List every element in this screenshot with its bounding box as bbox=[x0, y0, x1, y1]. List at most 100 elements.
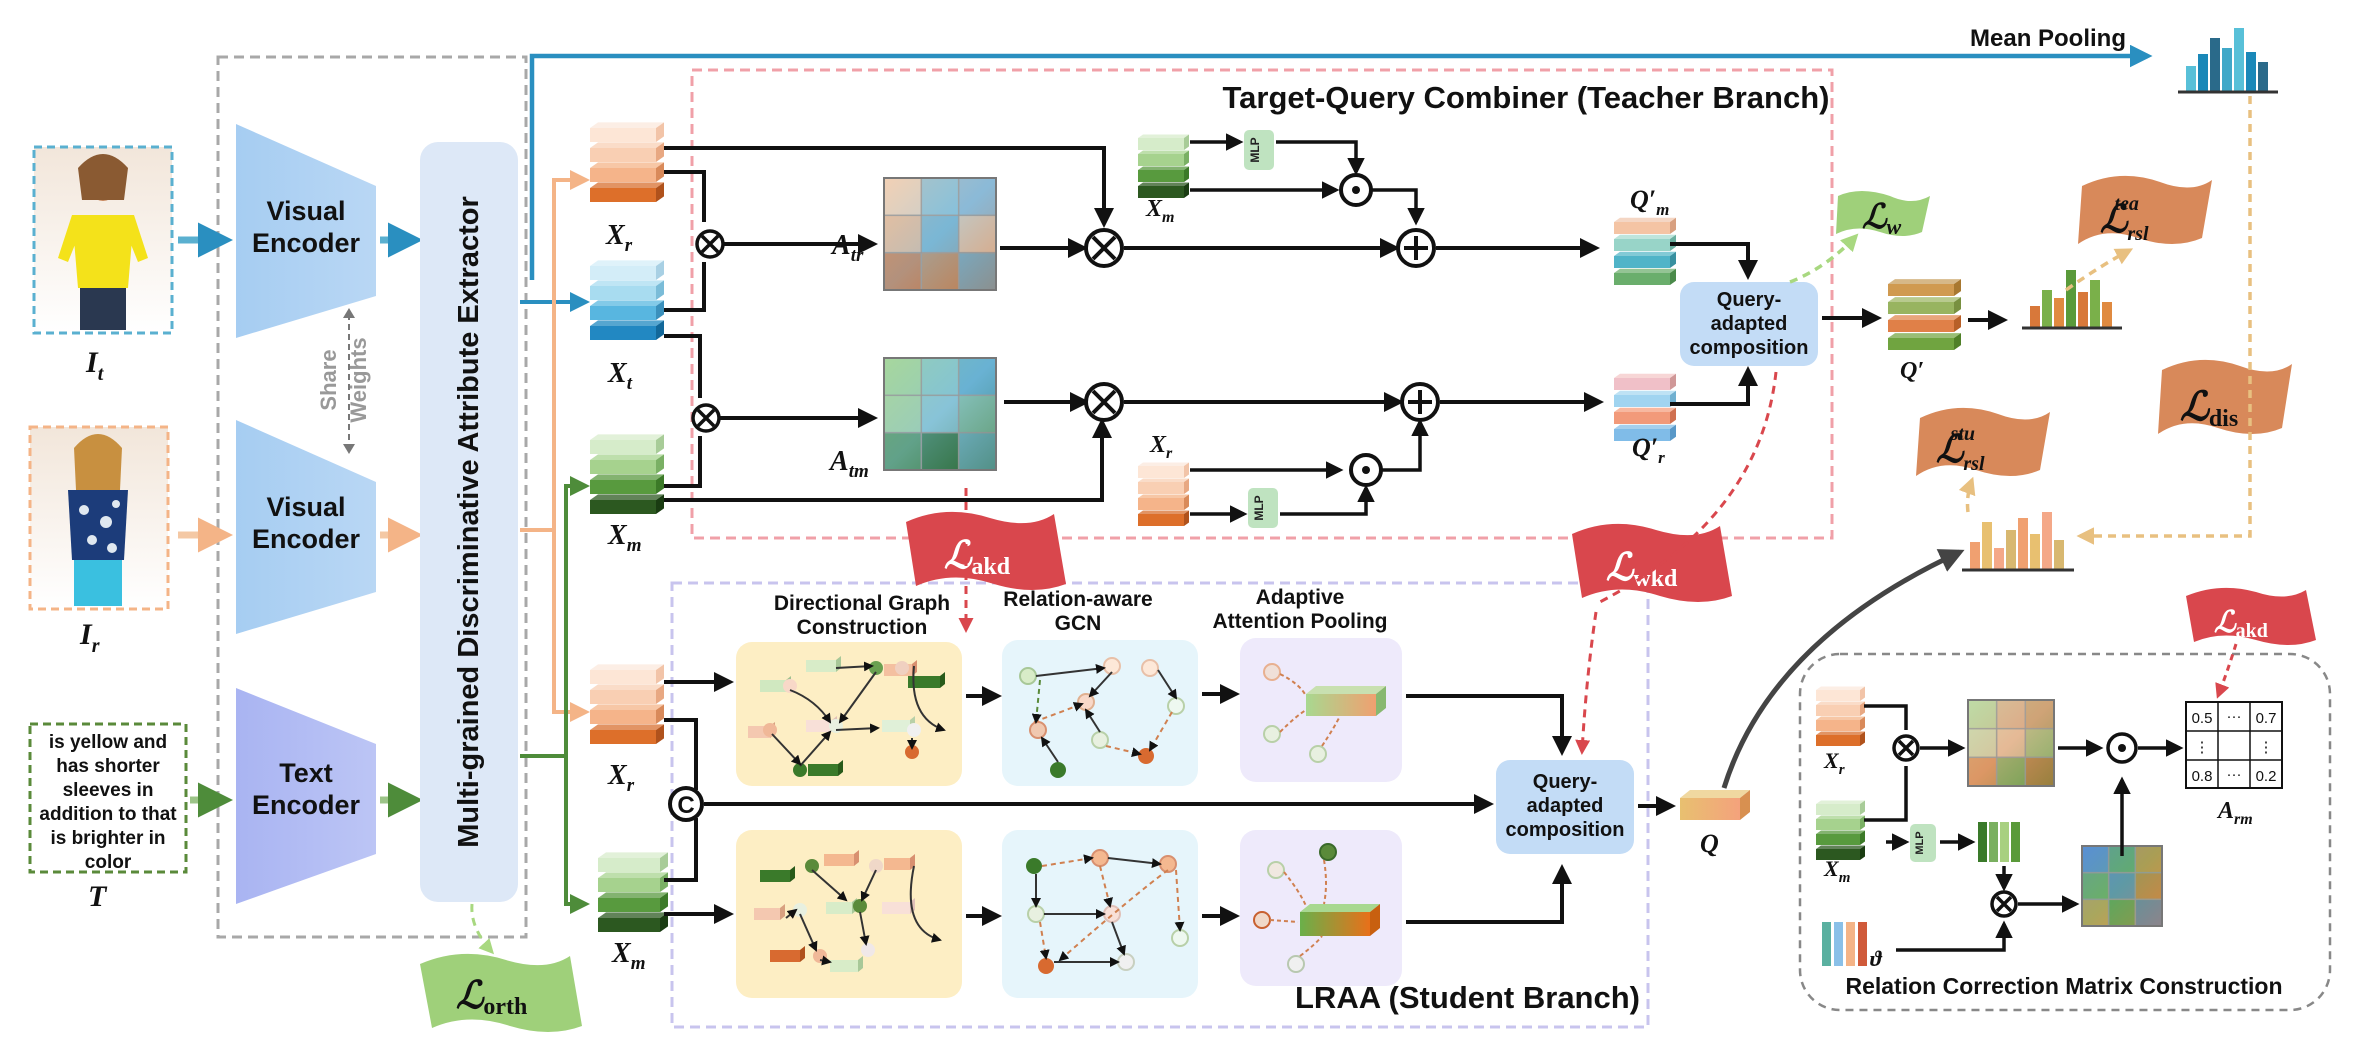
graph-feature-slab bbox=[754, 908, 780, 920]
graph-edge bbox=[835, 723, 880, 734]
feature-slab-top bbox=[598, 872, 668, 878]
arm-cell-1-2: ⋮ bbox=[2259, 739, 2274, 756]
feature-slab-side bbox=[656, 704, 664, 724]
feature-slab-top bbox=[1138, 182, 1189, 186]
multiply-op-1 bbox=[695, 229, 725, 259]
feature-stack-qprime bbox=[1888, 279, 1961, 350]
theta-label: ϑ bbox=[1870, 946, 1883, 971]
feature-slab bbox=[590, 286, 656, 300]
feature-slab bbox=[1138, 466, 1184, 478]
graph-edge bbox=[1099, 865, 1113, 908]
matrix-cell bbox=[2081, 898, 2110, 927]
q-label: Q bbox=[1700, 829, 1719, 858]
feature-slab-top bbox=[1614, 373, 1676, 378]
feature-slab-side bbox=[656, 300, 664, 320]
graph-feature-slab bbox=[908, 676, 940, 688]
svg-text:composition: composition bbox=[1690, 337, 1809, 359]
feature-slab-side bbox=[656, 260, 664, 280]
feature-slab-side bbox=[656, 142, 664, 162]
feature-slab bbox=[1816, 849, 1860, 860]
feature-slab-side bbox=[660, 912, 668, 932]
graph-edge bbox=[835, 661, 874, 672]
graph-edge bbox=[1035, 663, 1106, 677]
graph-edge bbox=[1039, 921, 1050, 960]
graph-feature-slab-side bbox=[800, 946, 805, 962]
feature-slab-top bbox=[1614, 251, 1676, 256]
loss-orth-flag: ℒorth bbox=[420, 953, 582, 1032]
stage3-title-2: Attention Pooling bbox=[1213, 610, 1388, 633]
graph-feature-slab-side bbox=[940, 672, 945, 688]
feature-slab-side bbox=[656, 684, 664, 704]
svg-text:Text: Text bbox=[279, 758, 333, 788]
matrix-cell bbox=[957, 431, 997, 471]
xm-bottom-label: Xm bbox=[611, 938, 645, 974]
graph-node bbox=[1159, 855, 1177, 873]
text-query-line-5: is brighter in bbox=[50, 828, 165, 849]
arm-matrix-table: 0.5 ··· 0.7 ⋮ ⋮ 0.8 ··· 0.2 bbox=[2185, 701, 2283, 789]
feature-slab bbox=[1888, 320, 1954, 332]
feature-slab-side bbox=[1184, 510, 1189, 526]
graph-edge bbox=[1031, 679, 1042, 724]
matrix-cell bbox=[2081, 871, 2110, 901]
graph-edge bbox=[1111, 921, 1126, 956]
xm-top-label: Xm bbox=[607, 520, 641, 556]
graph-feature-slab bbox=[826, 902, 852, 914]
graph-edge bbox=[909, 865, 942, 943]
histogram-bar bbox=[2222, 48, 2232, 92]
feature-slab-top bbox=[1614, 407, 1676, 412]
feature-slab-side bbox=[660, 892, 668, 912]
matrix-cell bbox=[1967, 699, 1998, 730]
feature-slab-side bbox=[656, 122, 664, 142]
feature-slab bbox=[1888, 338, 1954, 350]
gcn-graph-bottom bbox=[1026, 849, 1189, 974]
feature-slab bbox=[1614, 378, 1670, 390]
pooling-bottom-content bbox=[1253, 843, 1380, 973]
arm-label: Arm bbox=[2216, 798, 2253, 828]
matrix-cell bbox=[883, 251, 923, 291]
xr-mlp-label: Xr bbox=[1149, 432, 1173, 462]
histogram-bar bbox=[1970, 542, 1980, 570]
text-query-box: is yellow and has shorter sleeves in add… bbox=[28, 722, 188, 874]
mean-pooling-label: Mean Pooling bbox=[1970, 25, 2126, 52]
graph-edge bbox=[1041, 854, 1094, 867]
svg-text:Encoder: Encoder bbox=[252, 790, 361, 820]
matrix-cell bbox=[957, 177, 997, 217]
loss-akd-flag-2: ℒakd bbox=[2186, 587, 2316, 645]
graph-node bbox=[1077, 693, 1095, 711]
histogram-bar bbox=[2066, 270, 2076, 328]
graph-node bbox=[1050, 762, 1066, 778]
feature-slab-side bbox=[1670, 268, 1676, 285]
feature-slab bbox=[1614, 395, 1670, 407]
feature-slab-side bbox=[656, 454, 664, 474]
attribute-extractor: Multi-grained Discriminative Attribute E… bbox=[420, 142, 518, 902]
histogram-bar bbox=[2234, 28, 2244, 92]
svg-text:ℒakd: ℒakd bbox=[2214, 606, 2268, 642]
graph-feature-slab bbox=[882, 902, 910, 914]
graph-feature-slab bbox=[882, 720, 910, 732]
feature-slab-side bbox=[1184, 150, 1189, 166]
feature-slab bbox=[1138, 186, 1184, 198]
feature-slab-side bbox=[656, 494, 664, 514]
stage2-title-1: Relation-aware bbox=[1003, 588, 1152, 611]
feature-slab-side bbox=[656, 724, 664, 744]
matrix-cell bbox=[2107, 871, 2137, 901]
matrix-cell bbox=[883, 214, 923, 254]
feature-slab-top bbox=[1888, 333, 1961, 338]
graph-edge bbox=[1084, 708, 1101, 733]
histogram-bar bbox=[2054, 540, 2064, 570]
text-encoder: Text Encoder bbox=[236, 688, 376, 904]
matrix-cell bbox=[2024, 756, 2055, 787]
svg-text:Visual: Visual bbox=[266, 196, 345, 226]
svg-text:ℒw: ℒw bbox=[1862, 199, 1902, 239]
histogram-teacher bbox=[2022, 270, 2122, 330]
graph-feature-slab bbox=[806, 660, 836, 672]
graph-node bbox=[1029, 721, 1047, 739]
graph-node bbox=[1026, 858, 1042, 874]
feature-slab-side bbox=[1860, 830, 1865, 845]
feature-slab-side bbox=[1670, 424, 1676, 441]
feature-slab-side bbox=[1670, 251, 1676, 268]
matrix-cell bbox=[920, 177, 960, 217]
graph-node bbox=[1019, 667, 1037, 685]
feature-slab-side bbox=[660, 872, 668, 892]
matrix-cell bbox=[957, 214, 997, 254]
